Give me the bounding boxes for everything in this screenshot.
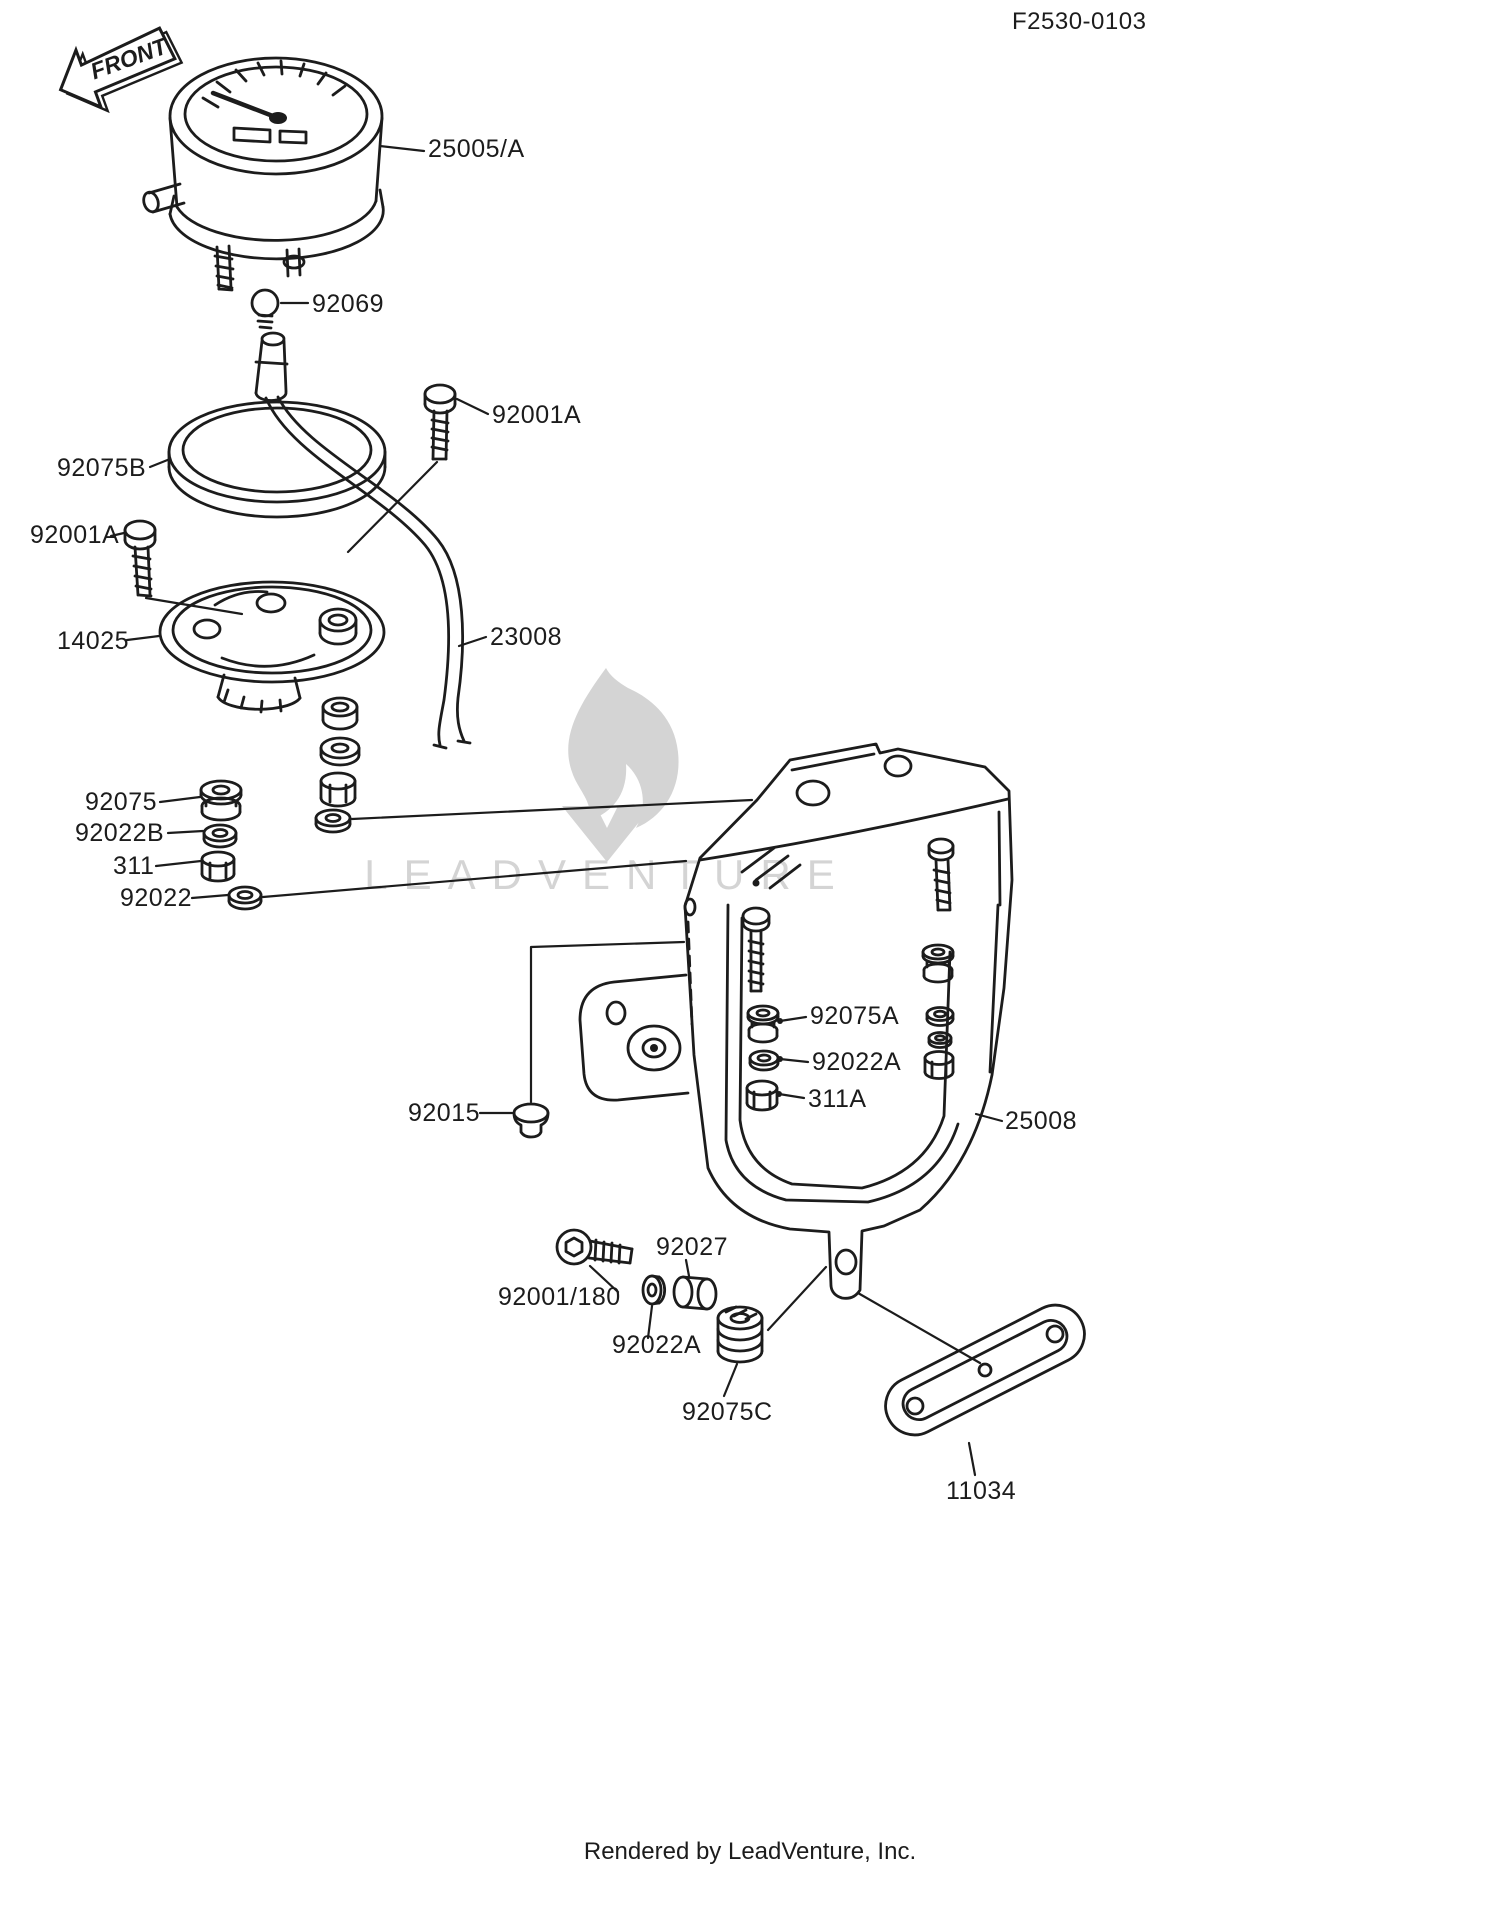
lower-bracket-11034 (884, 1303, 1086, 1437)
part-label-92022: 92022 (120, 884, 193, 912)
part-label-92015: 92015 (408, 1099, 481, 1127)
part-label-92001a-right: 92001A (492, 401, 582, 429)
part-label-92001a-left: 92001A (30, 521, 120, 549)
watermark-text: LEADVENTURE (364, 851, 851, 898)
grommet-92015 (512, 1102, 550, 1139)
meter-case-housing (158, 580, 386, 714)
front-arrow-icon: FRONT (58, 26, 184, 114)
bracket-center-bolt-stack (741, 906, 780, 1112)
part-label-311a: 311A (808, 1085, 867, 1113)
indicator-bulb-socket (250, 288, 289, 402)
front-direction-arrow: FRONT (46, 14, 206, 139)
part-label-25008: 25008 (1005, 1107, 1078, 1135)
lower-mount-hardware (555, 1228, 764, 1364)
meter-wiring-harness (264, 395, 472, 750)
part-label-92075b: 92075B (57, 454, 147, 482)
part-label-92075: 92075 (85, 788, 158, 816)
center-fastener-stack (314, 696, 361, 834)
leader-lines (109, 144, 1004, 1477)
bolt-92001a-left (123, 519, 244, 616)
speedometer-gauge (142, 56, 385, 292)
part-label-14025: 14025 (57, 627, 130, 655)
part-label-92022a-lower: 92022A (612, 1331, 702, 1359)
bracket-right-bolt-stack (921, 837, 955, 1080)
damper-ring (167, 400, 387, 519)
part-label-92069: 92069 (312, 290, 385, 318)
part-label-11034: 11034 (946, 1477, 1017, 1505)
part-label-92022b: 92022B (75, 819, 165, 847)
part-label-92022a-upper: 92022A (812, 1048, 902, 1076)
left-fastener-stack (199, 779, 263, 911)
doc-code: F2530-0103 (1012, 8, 1147, 35)
part-label-92075a: 92075A (810, 1002, 900, 1030)
watermark-logo-icon (562, 668, 679, 862)
part-label-23008: 23008 (490, 623, 563, 651)
footer-credit: Rendered by LeadVenture, Inc. (583, 1838, 917, 1865)
part-label-92075c: 92075C (682, 1398, 773, 1426)
part-label-92027: 92027 (656, 1233, 729, 1261)
part-label-311: 311 (113, 852, 155, 880)
part-label-25005-a: 25005/A (428, 135, 525, 163)
bolt-92001a-right (346, 383, 457, 554)
part-label-92001-180: 92001/180 (498, 1283, 621, 1311)
meter-bracket-25008 (578, 742, 1014, 1300)
